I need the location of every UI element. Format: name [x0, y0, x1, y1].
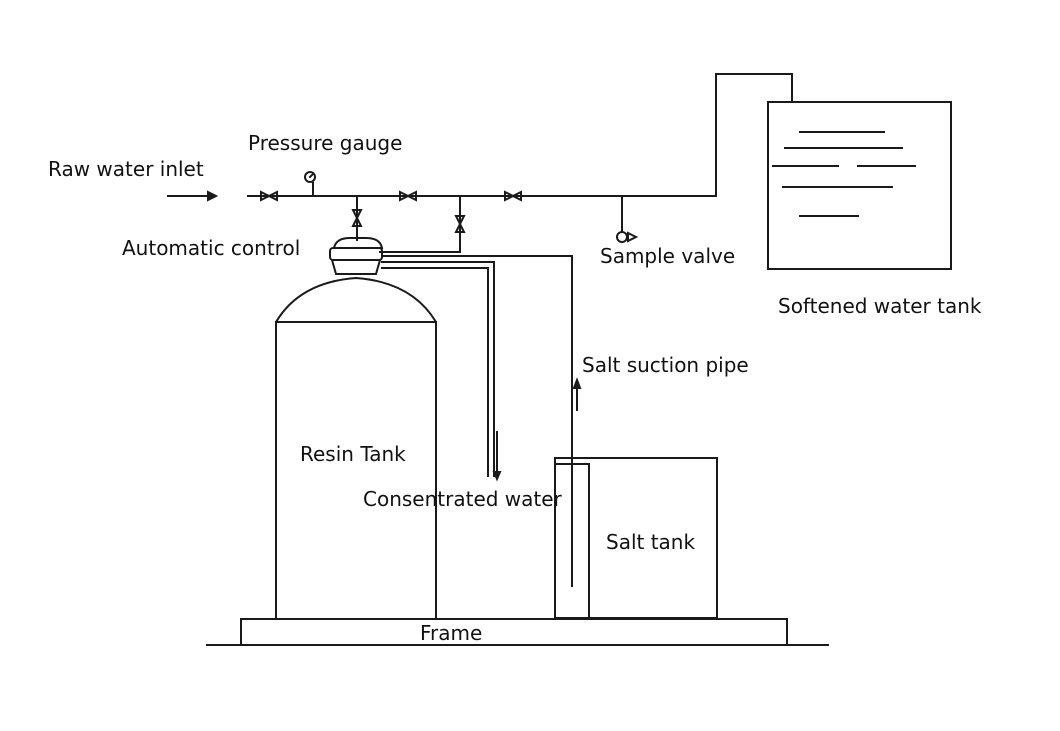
bypass-valve — [456, 216, 464, 232]
sample-valve-icon — [617, 196, 636, 242]
salt-suction-pipe — [382, 256, 580, 586]
bypass-pipe — [380, 196, 460, 252]
salt-tank-label: Salt tank — [606, 530, 696, 554]
control-feed-valve — [353, 210, 361, 226]
pressure-gauge-label: Pressure gauge — [248, 131, 403, 155]
outlet-pipe — [716, 74, 792, 196]
concentrated-water-label: Consentrated water — [363, 487, 562, 511]
sample-valve-label: Sample valve — [600, 244, 736, 268]
drain-pipe — [382, 262, 500, 479]
softened-water-tank — [768, 102, 951, 269]
salt-suction-pipe-label: Salt suction pipe — [582, 353, 749, 377]
automatic-control-valve — [330, 238, 382, 274]
frame-label: Frame — [420, 621, 483, 645]
main-valve-2 — [505, 192, 521, 200]
resin-tank — [276, 278, 436, 618]
inlet-valve — [261, 192, 277, 200]
main-valve-1 — [400, 192, 416, 200]
inlet-arrow — [168, 192, 216, 200]
resin-tank-label: Resin Tank — [300, 442, 406, 466]
pressure-gauge-icon — [305, 172, 315, 196]
raw-water-inlet-label: Raw water inlet — [48, 157, 204, 181]
automatic-control-label: Automatic control — [122, 236, 301, 260]
softened-water-tank-label: Softened water tank — [778, 294, 982, 318]
frame — [207, 619, 828, 645]
